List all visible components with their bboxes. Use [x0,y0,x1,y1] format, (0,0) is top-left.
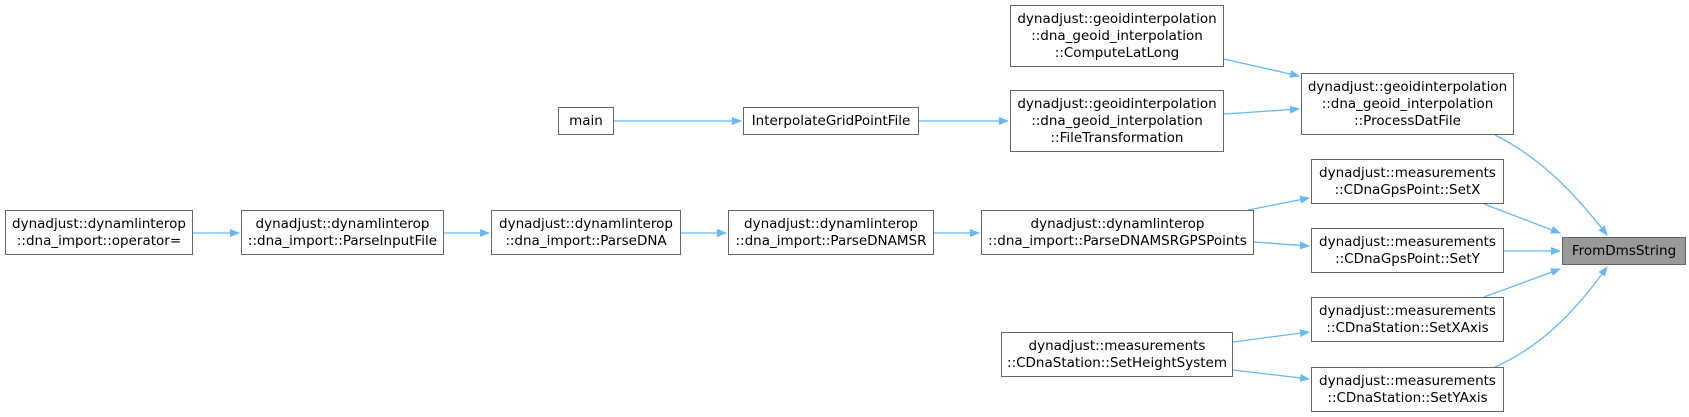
node-label-line-2: ::dna_import::operator= [16,232,182,249]
node-label-line-1: dynadjust::geoidinterpolation [1307,78,1508,95]
node-setx[interactable]: dynadjust::measurements ::CDnaGpsPoint::… [1311,159,1504,204]
edge-processdatfile-to-fromdmsstring [1494,134,1608,236]
node-parseinputfile[interactable]: dynadjust::dynamlinterop ::dna_import::P… [241,210,444,255]
node-label-line-2: ::dna_import::ParseInputFile [247,232,438,249]
node-filetransformation[interactable]: dynadjust::geoidinterpolation ::dna_geoi… [1010,90,1224,152]
node-label-line-2: ::dna_import::ParseDNA [505,232,667,249]
node-parsedna[interactable]: dynadjust::dynamlinterop ::dna_import::P… [491,210,681,255]
edge-filetransformation-to-processdatfile [1223,105,1300,115]
node-label-line-1: dynadjust::dynamlinterop [744,215,918,232]
node-label: main [569,112,603,129]
edge-computelatlong-to-processdatfile [1223,58,1300,78]
edge-setyaxis-to-fromdmsstring [1494,266,1608,368]
node-setheightsystem[interactable]: dynadjust::measurements ::CDnaStation::S… [1001,332,1233,377]
edge-setx-to-fromdmsstring [1483,203,1561,234]
node-setyaxis[interactable]: dynadjust::measurements ::CDnaStation::S… [1311,367,1504,412]
node-main[interactable]: main [558,107,614,135]
node-parsednamsrgpspoints[interactable]: dynadjust::dynamlinterop ::dna_import::P… [981,210,1254,255]
edge-parsednamsrgpspoints-to-setx [1247,195,1310,211]
node-interpolategridpointfile[interactable]: InterpolateGridPointFile [743,107,919,135]
node-label-line-2: ::dna_geoid_interpolation [1031,27,1203,44]
edge-setheightsystem-to-setyaxis [1232,369,1310,382]
node-label-line-1: dynadjust::measurements [1319,372,1496,389]
node-label-line-2: ::CDnaStation::SetYAxis [1327,389,1488,406]
node-label-line-1: dynadjust::dynamlinterop [255,215,430,232]
node-fromdmsstring[interactable]: FromDmsString [1562,237,1686,265]
node-setxaxis[interactable]: dynadjust::measurements ::CDnaStation::S… [1311,297,1504,342]
node-label-line-2: ::dna_import::ParseDNAMSR [735,232,927,249]
node-label-line-1: dynadjust::geoidinterpolation [1017,95,1217,112]
node-label: FromDmsString [1571,242,1677,259]
node-label-line-3: ::ProcessDatFile [1354,112,1461,129]
node-sety[interactable]: dynadjust::measurements ::CDnaGpsPoint::… [1311,228,1504,273]
node-label-line-1: dynadjust::measurements [1028,337,1206,354]
edge-setxaxis-to-fromdmsstring [1483,268,1561,298]
node-label-line-3: ::ComputeLatLong [1054,44,1180,61]
edge-setheightsystem-to-setxaxis [1232,329,1310,343]
node-label-line-1: dynadjust::dynamlinterop [1030,215,1205,232]
node-label-line-1: dynadjust::geoidinterpolation [1017,10,1217,27]
node-processdatfile[interactable]: dynadjust::geoidinterpolation ::dna_geoi… [1301,73,1514,135]
node-label-line-1: dynadjust::measurements [1319,164,1496,181]
node-label-line-2: ::CDnaStation::SetXAxis [1326,319,1489,336]
node-label: InterpolateGridPointFile [751,112,911,129]
node-label-line-2: ::CDnaStation::SetHeightSystem [1007,354,1227,371]
node-operator-assign[interactable]: dynadjust::dynamlinterop ::dna_import::o… [5,210,193,255]
node-computelatlong[interactable]: dynadjust::geoidinterpolation ::dna_geoi… [1010,5,1224,67]
node-label-line-2: ::dna_geoid_interpolation [1031,112,1203,129]
node-label-line-1: dynadjust::measurements [1319,302,1496,319]
node-label-line-1: dynadjust::measurements [1319,233,1496,250]
node-label-line-1: dynadjust::dynamlinterop [12,215,186,232]
node-label-line-3: ::FileTransformation [1050,129,1184,146]
node-label-line-2: ::dna_import::ParseDNAMSRGPSPoints [988,232,1247,249]
node-label-line-1: dynadjust::dynamlinterop [499,215,673,232]
node-label-line-2: ::CDnaGpsPoint::SetX [1334,181,1481,198]
node-parsednamsr[interactable]: dynadjust::dynamlinterop ::dna_import::P… [728,210,934,255]
node-label-line-2: ::CDnaGpsPoint::SetY [1335,250,1480,267]
node-label-line-2: ::dna_geoid_interpolation [1321,95,1494,112]
edge-parsednamsrgpspoints-to-sety [1253,241,1310,250]
